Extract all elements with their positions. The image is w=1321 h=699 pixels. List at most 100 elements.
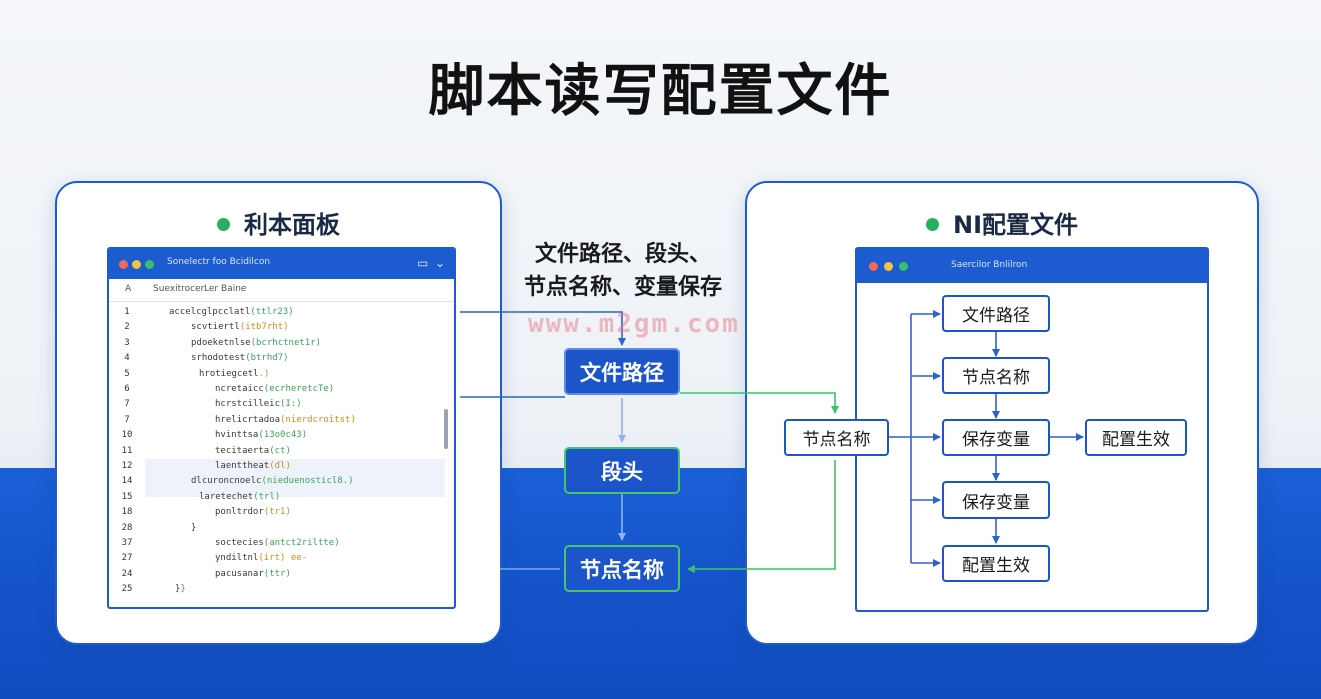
code-line: 28} [109,523,454,538]
code-token: srhodotest [191,353,246,364]
code-text: tecitaerta(ct) [215,446,291,456]
code-text: accelcglpcclatl(ttlr23) [169,307,294,317]
code-token: soctecies [215,538,264,548]
right-panel-heading: NI配置文件 [747,205,1257,240]
minimize-dot-icon[interactable] [132,260,141,269]
editor-tab[interactable]: Ler [204,284,219,294]
code-text: pdoeketnlse(bcrhctnet1r) [191,338,321,348]
line-number: 15 [121,491,133,502]
code-text: yndiltnl(irt) ee- [215,553,307,563]
line-number: 1 [124,307,130,317]
script-editor-window: Sonelectr foo Bcidilcon ▭ ⌄ A Suexitroce… [107,247,456,609]
line-number: 3 [124,337,130,348]
code-token: pdoeketnlse [191,337,251,348]
code-argument: .) [258,368,270,379]
code-argument: (irt) ee- [258,553,308,564]
code-token: hcrstcilleic [215,399,281,410]
highlighted-code-block [145,459,445,497]
code-line: 25}} [109,584,454,599]
code-line: 18 ponltrdor(tr1) [109,507,454,522]
code-token: pacusanar [215,568,264,579]
maximize-dot-icon[interactable] [899,262,908,271]
arrow-entry-to-nodename [687,460,836,573]
flow-node-filepath[interactable]: 文件路径 [942,295,1050,332]
section-header-node[interactable]: 段头 [564,447,680,494]
code-token: hvinttsa [215,430,259,441]
code-argument: (ttr) [263,568,291,579]
code-text: }} [175,584,186,594]
editor-tab[interactable]: Suexitrocer [153,284,205,294]
code-argument: (bcrhctnet1r) [250,337,322,348]
code-token: hrelicrtadoa [215,414,281,425]
restore-icon[interactable]: ▭ [417,256,429,270]
code-token: scvtiertl [191,322,240,333]
code-text: laenttheat(dl) [215,461,291,471]
code-line: 3 pdoeketnlse(bcrhctnet1r) [109,338,454,353]
line-number: 28 [121,522,133,533]
editor-tabs: A Suexitrocer Ler Baine [109,279,454,302]
left-panel-heading-text: 利本面板 [244,211,340,239]
code-text: ponltrdor(tr1) [215,507,291,517]
close-dot-icon[interactable] [869,262,878,271]
left-panel-heading: 利本面板 [57,205,500,240]
code-line: 6 ncretaicc(ecrheretcTe) [109,384,454,399]
code-text: scvtiertl(itb7rht) [191,322,289,332]
code-token: hrotiegcetl [199,368,259,379]
line-number: 6 [124,384,130,394]
code-token: tecitaerta [215,445,270,456]
code-argument: (btrhd7) [245,353,289,364]
config-titlebar: Saercilor Bnlilron [857,249,1207,283]
editor-titlebar: Sonelectr foo Bcidilcon ▭ ⌄ [109,249,454,279]
line-number: 5 [124,368,130,379]
chevron-down-icon[interactable]: ⌄ [435,256,446,270]
line-number: 27 [121,553,133,564]
right-panel-heading-text: NI配置文件 [952,211,1078,239]
code-argument: (nierdcroitst) [280,414,356,425]
code-text: soctecies(antct2riltte) [215,538,340,548]
flow-node-apply-config[interactable]: 配置生效 [942,545,1050,582]
flow-node-nodename[interactable]: 节点名称 [942,357,1050,394]
code-argument: (ct) [269,445,291,456]
code-argument: (ecrheretcTe) [263,384,335,394]
code-token: laenttheat [215,461,270,471]
side-node-apply-config[interactable]: 配置生效 [1085,419,1187,456]
editor-tab[interactable]: Baine [221,284,247,294]
filepath-node[interactable]: 文件路径 [564,348,680,395]
code-text: hrotiegcetl.) [199,369,269,379]
code-line: 7 hrelicrtadoa(nierdcroitst) [109,415,454,430]
watermark: www.m2gm.com [528,309,740,339]
left-panel-card: 利本面板 Sonelectr foo Bcidilcon ▭ ⌄ A Suexi… [55,181,502,645]
editor-scrollbar[interactable] [444,409,448,449]
node-name-node[interactable]: 节点名称 [564,545,680,592]
entry-node[interactable]: 节点名称 [784,419,889,456]
line-number: 7 [124,414,130,425]
maximize-dot-icon[interactable] [145,260,154,269]
code-line: 15 laretechet(trl) [109,492,454,507]
line-number: 12 [121,461,133,471]
code-token: ncretaicc [215,384,264,394]
code-token: ponltrdor [215,507,264,518]
line-number: 18 [121,507,133,518]
editor-tab[interactable]: A [125,284,132,294]
config-window-title: Saercilor Bnlilron [951,260,1028,270]
code-token: laretechet [199,491,254,502]
code-text: srhodotest(btrhd7) [191,353,289,363]
minimize-dot-icon[interactable] [884,262,893,271]
code-token: yndiltnl [215,553,259,564]
code-argument: (dl) [269,461,291,471]
code-line: 27 yndiltnl(irt) ee- [109,553,454,568]
code-line: 5 hrotiegcetl.) [109,369,454,384]
code-text: hrelicrtadoa(nierdcroitst) [215,415,356,425]
code-argument: (antct2riltte) [263,538,340,548]
close-dot-icon[interactable] [119,260,128,269]
code-argument: } [180,584,186,595]
flow-node-save-var[interactable]: 保存变量 [942,419,1050,456]
code-argument: (trl) [253,491,281,502]
flow-node-save-var-2[interactable]: 保存变量 [942,481,1050,519]
page-title: 脚本读写配置文件 [428,59,893,124]
